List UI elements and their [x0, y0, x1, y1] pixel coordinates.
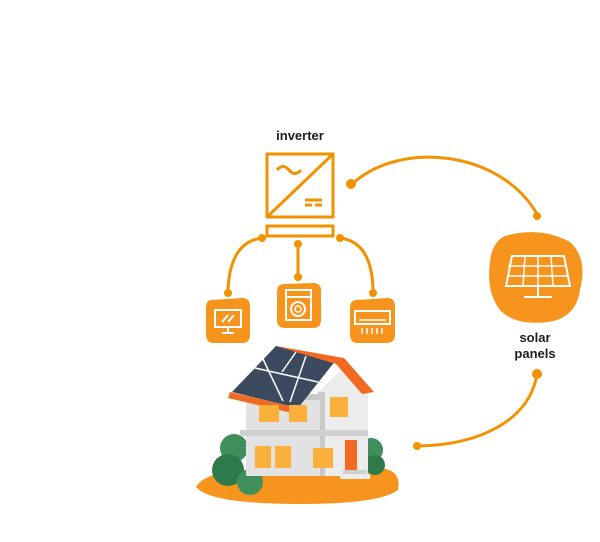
solar-label-line1: solar: [519, 330, 551, 345]
connector-solar-house: [417, 373, 539, 448]
solar-label-line2: panels: [514, 346, 556, 361]
washing-machine-icon: [277, 283, 321, 328]
connector-dot: [346, 179, 356, 189]
connector-dot: [294, 240, 302, 248]
connector-dot: [336, 234, 344, 242]
solar-panel-icon: [489, 232, 583, 323]
monitor-icon: [206, 298, 250, 343]
connector-inverter-ac: [339, 236, 375, 291]
connector-dot: [294, 273, 302, 281]
connector-dot: [532, 369, 542, 379]
connector-dot: [533, 212, 541, 220]
air-conditioner-icon: [350, 298, 395, 343]
house-illustration: [196, 346, 399, 504]
solar-panels-label: solar panels: [490, 330, 580, 362]
connector-dot: [413, 442, 421, 450]
connector-dot: [258, 234, 266, 242]
connector-inverter-monitor: [226, 236, 263, 291]
inverter-label: inverter: [276, 128, 324, 143]
connector-dot: [369, 289, 377, 297]
inverter-icon: [265, 152, 335, 238]
connector-dot: [224, 289, 232, 297]
connector-inverter-solar: [350, 155, 539, 215]
